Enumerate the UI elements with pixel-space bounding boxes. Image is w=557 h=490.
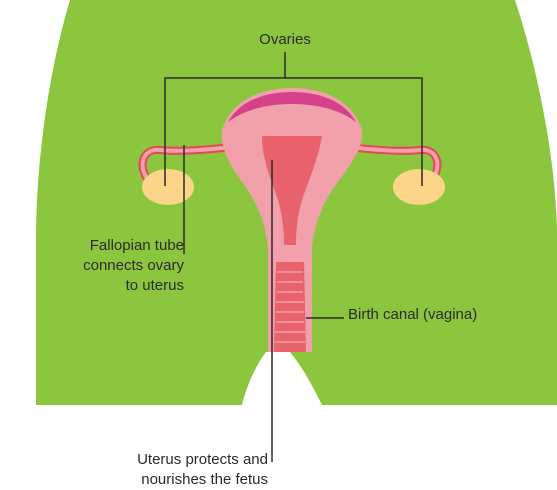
uterus-label-line-1: Uterus protects and bbox=[48, 450, 268, 470]
birth-canal bbox=[274, 262, 306, 352]
ovaries-label: Ovaries bbox=[230, 30, 340, 50]
uterus-label-line-2: nourishes the fetus bbox=[48, 470, 268, 490]
left-ovary bbox=[142, 169, 194, 205]
uterus-label: Uterus protects and nourishes the fetus bbox=[48, 450, 268, 490]
fallopian-label-line-2: connects ovary bbox=[10, 256, 184, 276]
fallopian-label-line-1: Fallopian tube bbox=[10, 236, 184, 256]
fallopian-label-line-3: to uterus bbox=[10, 276, 184, 296]
birth-canal-label: Birth canal (vagina) bbox=[348, 305, 548, 325]
fallopian-tube-label: Fallopian tube connects ovary to uterus bbox=[10, 236, 184, 296]
right-ovary bbox=[393, 169, 445, 205]
